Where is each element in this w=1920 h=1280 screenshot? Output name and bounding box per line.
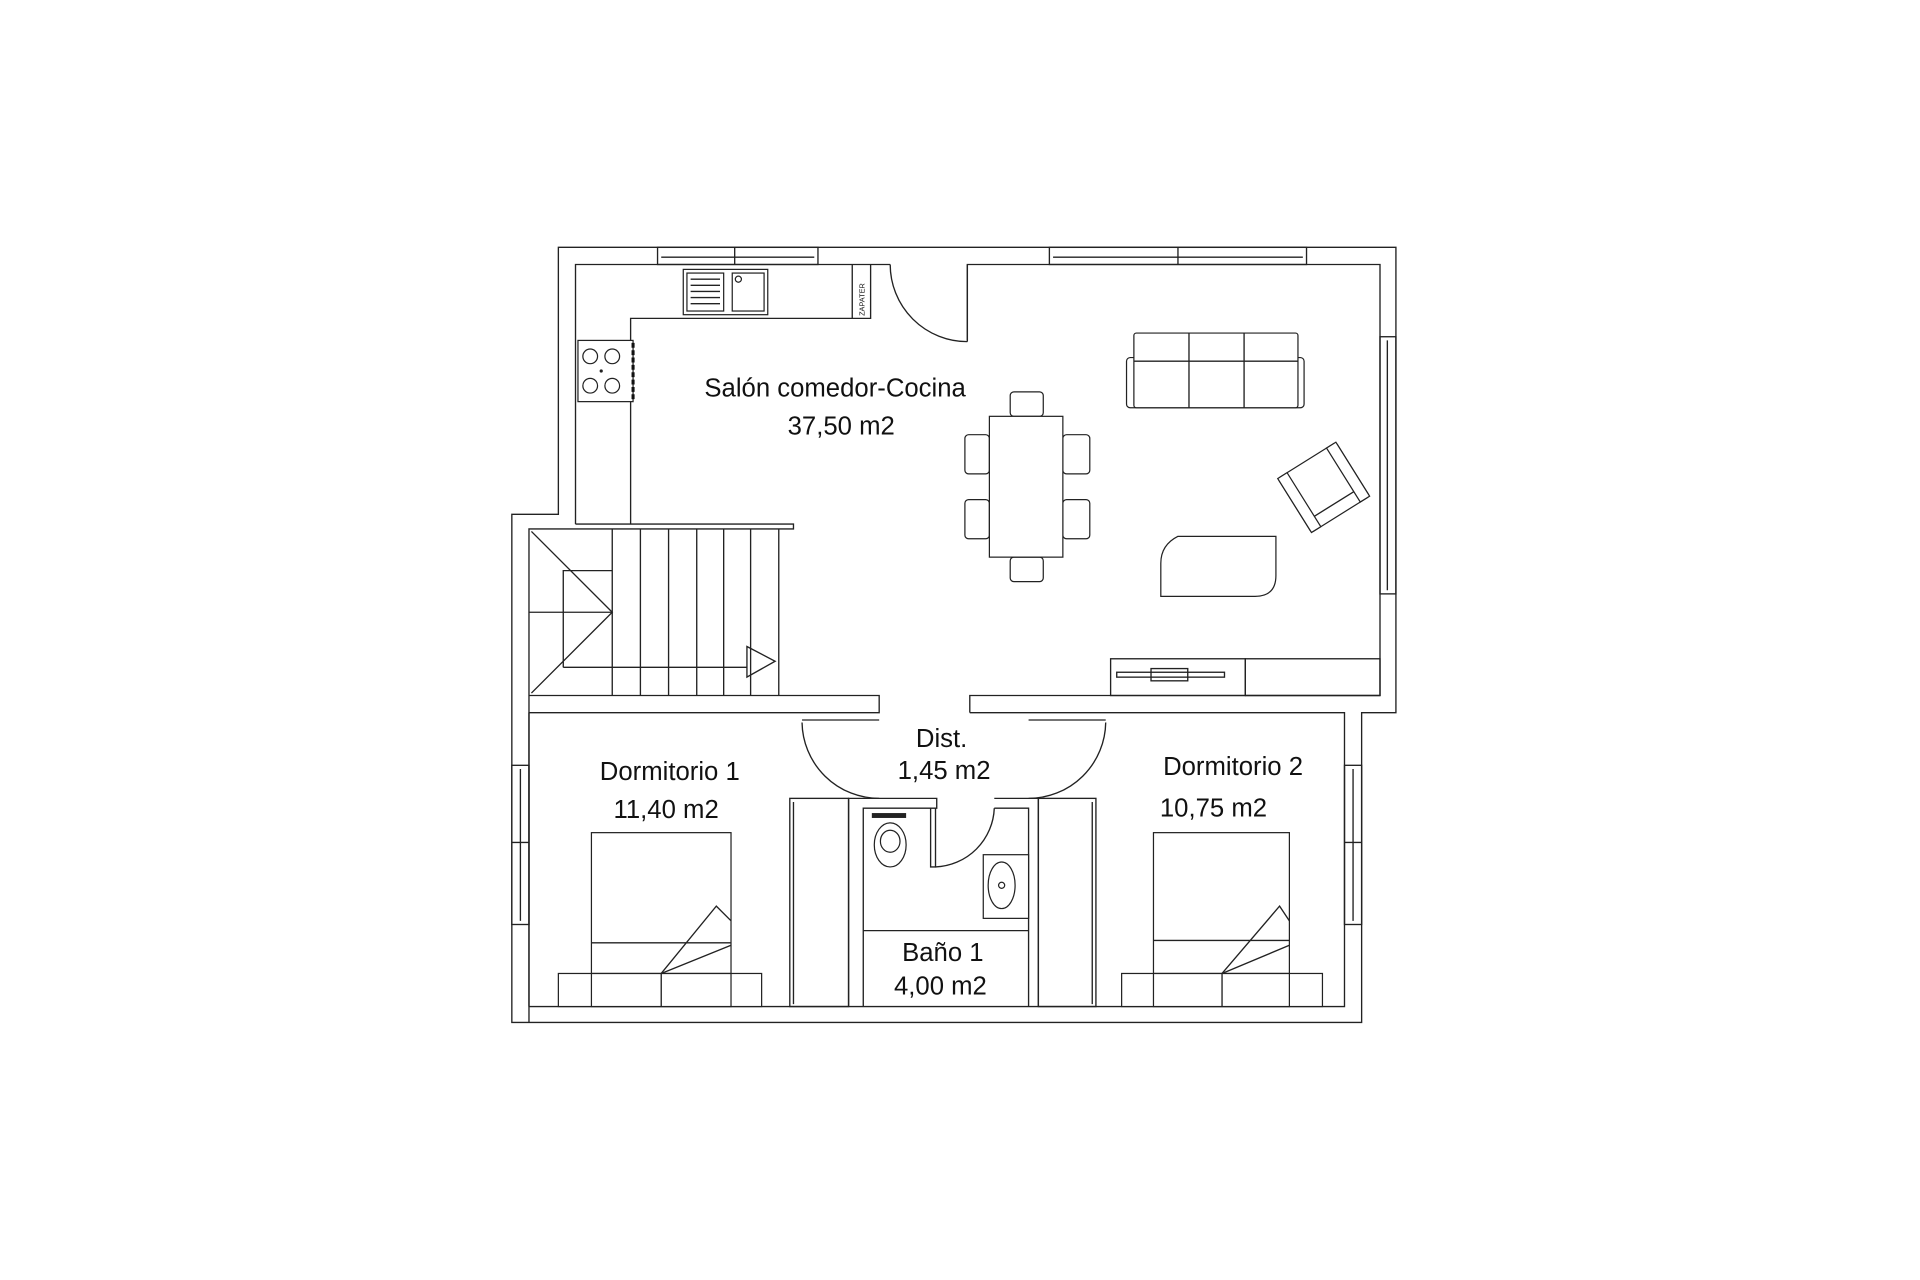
staircase bbox=[528, 528, 777, 696]
cooktop-icon bbox=[577, 339, 635, 403]
bedroom1-area: 11,40 m2 bbox=[613, 796, 718, 824]
shoe-cabinet-label: ZAPATER bbox=[857, 283, 866, 316]
bedroom2-name: Dormitorio 2 bbox=[1163, 753, 1303, 781]
kitchen-counter bbox=[629, 264, 872, 525]
bedroom2-area: 10,75 m2 bbox=[1160, 795, 1267, 823]
distributor-area: 1,45 m2 bbox=[898, 757, 991, 785]
toilet-icon bbox=[871, 813, 907, 868]
tv-cabinet bbox=[1109, 658, 1381, 697]
coffee-table bbox=[1160, 535, 1277, 597]
bedroom1-door bbox=[801, 719, 880, 800]
bed-2 bbox=[1121, 832, 1324, 1008]
bedroom1-name: Dormitorio 1 bbox=[600, 758, 740, 786]
windows bbox=[511, 246, 1397, 926]
washbasin-icon bbox=[982, 854, 1030, 919]
living-room-name: Salón comedor-Cocina bbox=[704, 375, 966, 403]
bathroom-area: 4,00 m2 bbox=[894, 972, 987, 1000]
dining-table bbox=[964, 391, 1091, 583]
bathroom-door bbox=[929, 808, 995, 868]
bathroom-walls bbox=[847, 797, 1040, 1007]
entrance-door bbox=[889, 264, 969, 343]
bed-1 bbox=[557, 832, 763, 1008]
sink-icon bbox=[682, 268, 769, 316]
armchair bbox=[1276, 441, 1371, 534]
distributor-name: Dist. bbox=[916, 725, 967, 753]
bedroom2-door bbox=[1028, 719, 1107, 800]
bathroom-name: Baño 1 bbox=[902, 939, 983, 967]
living-room-area: 37,50 m2 bbox=[788, 413, 895, 441]
sofa bbox=[1125, 332, 1305, 409]
